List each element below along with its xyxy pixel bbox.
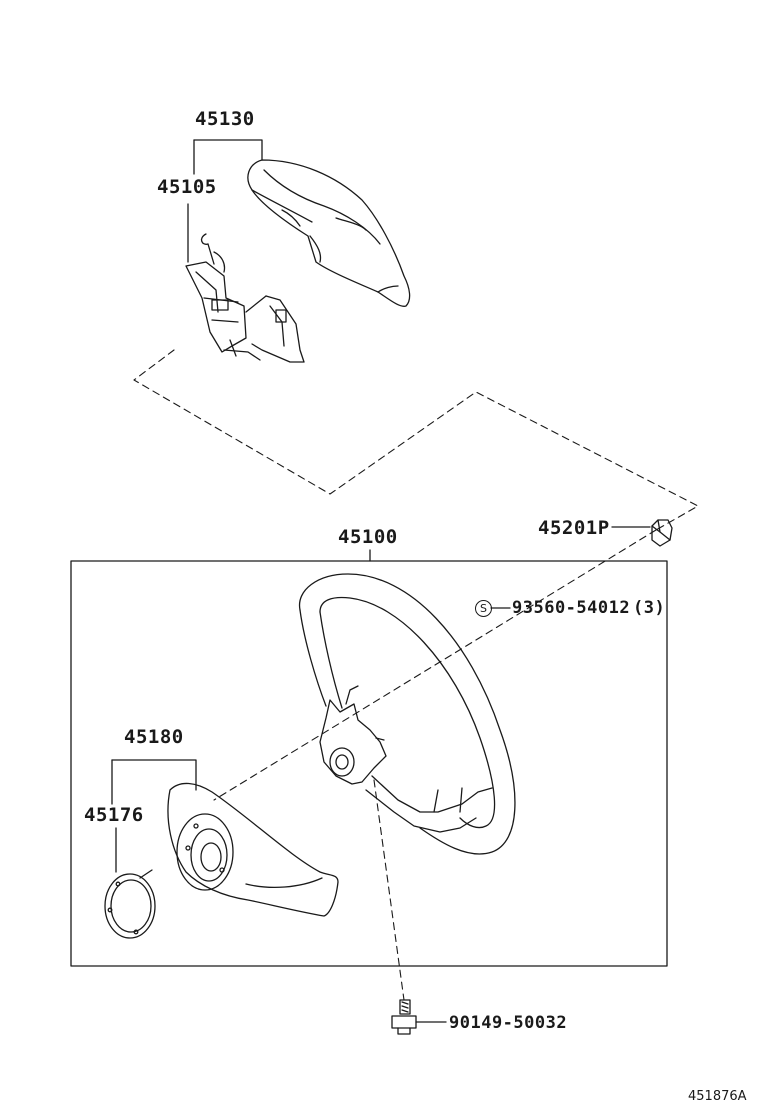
label-cover: 45180 bbox=[124, 726, 184, 748]
upper-leader-lines bbox=[187, 139, 263, 263]
label-bolt: 90149-50032 bbox=[449, 1013, 568, 1033]
horn-button-base-drawing bbox=[185, 233, 305, 363]
cover-leader-lines bbox=[111, 759, 197, 873]
cover-ring-drawing bbox=[104, 869, 156, 939]
steering-wheel-drawing bbox=[298, 573, 516, 855]
label-clip-code: 93560-54012 bbox=[512, 598, 631, 618]
label-horn-button-base: 45105 bbox=[157, 176, 217, 198]
cover-drawing bbox=[167, 782, 339, 917]
clip-symbol-icon: S bbox=[475, 600, 492, 617]
horn-pad-drawing bbox=[247, 159, 411, 307]
label-nut: 45201P bbox=[538, 517, 610, 539]
bolt-drawing bbox=[391, 999, 447, 1035]
label-clip-qty: (3) bbox=[633, 598, 666, 618]
label-steering-wheel: 45100 bbox=[338, 526, 398, 548]
label-horn-pad: 45130 bbox=[195, 108, 255, 130]
label-cover-sub: 45176 bbox=[84, 804, 144, 826]
steering-wheel-assembly-frame bbox=[70, 560, 668, 967]
diagram-reference-code: 451876A bbox=[688, 1089, 747, 1104]
dashed-alignment-lines bbox=[133, 349, 699, 1001]
nut-drawing bbox=[651, 519, 673, 547]
